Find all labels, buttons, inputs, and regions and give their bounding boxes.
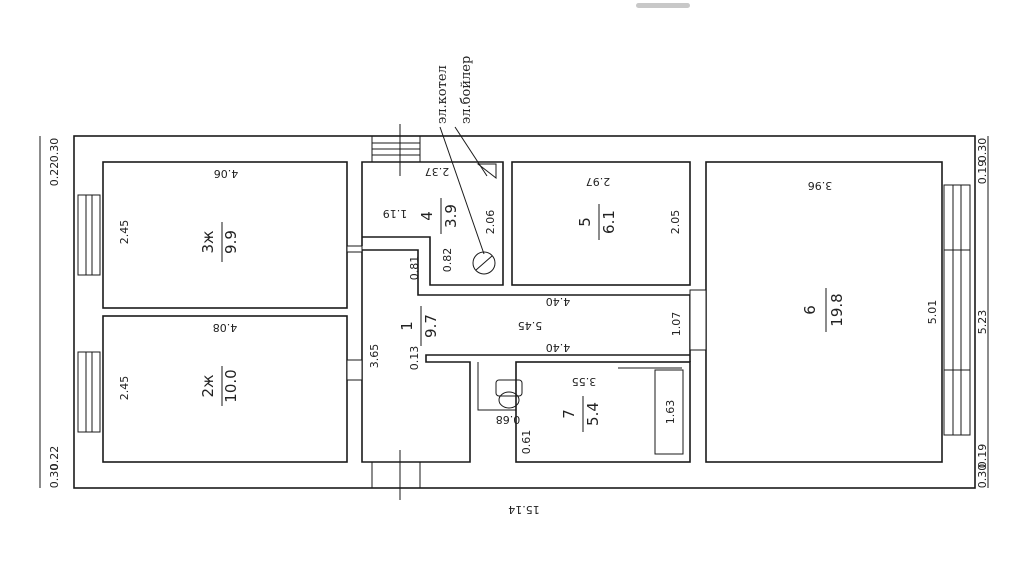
boiler-mark (475, 255, 493, 271)
wall-left-b: 0.22 (48, 446, 61, 471)
corridor-wall (362, 249, 691, 362)
r5-label: 5 (576, 217, 594, 227)
note-leader-heater (454, 126, 488, 177)
r7-top-dim: 3.55 (572, 375, 597, 388)
r1-top-dim: 4.40 (546, 295, 571, 308)
room-3 (102, 161, 348, 309)
r6-label: 6 (801, 305, 819, 315)
bath-partition (477, 362, 516, 411)
r4-area: 3.9 (442, 204, 460, 228)
r1-height-dim: 3.65 (368, 344, 381, 369)
r3-side-dim: 2.45 (118, 220, 131, 245)
r2-area: 10.0 (222, 369, 240, 402)
room-5 (511, 161, 691, 286)
top-entrance (371, 124, 421, 176)
r1-bottom-dim: 4.40 (546, 341, 571, 354)
scroll-indicator (636, 3, 690, 8)
r3-label: 3ж (199, 230, 217, 253)
r6-side-dim: 5.01 (926, 300, 939, 325)
opening-2 (346, 359, 363, 381)
bottom-entrance (371, 450, 421, 500)
r2-top-dim: 4.08 (213, 321, 238, 334)
r6-outer-dim: 5.23 (976, 310, 989, 335)
r5-area: 6.1 (600, 210, 618, 234)
window-left-top (77, 194, 101, 276)
room-4 (361, 161, 504, 286)
r7-label: 7 (560, 409, 578, 419)
r7-area: 5.4 (584, 402, 602, 426)
bathtub (654, 369, 684, 455)
opening-1 (346, 245, 363, 253)
outer-wall (73, 135, 976, 489)
toilet-icon (495, 379, 523, 397)
heater-icon (476, 163, 497, 180)
r4-side-dim: 2.06 (484, 210, 497, 235)
wall-left-bottom: 0.30 (48, 464, 61, 489)
r1-label: 1 (398, 321, 416, 331)
wall-right-bottom: 0.30 (976, 464, 989, 489)
note-heater: эл.бойлер (459, 56, 474, 124)
room-6 (705, 161, 943, 463)
note-boiler: эл.котел (435, 65, 450, 124)
r2-label: 2ж (199, 374, 217, 397)
window-right (943, 184, 971, 436)
r4-small-b: 0.82 (441, 248, 454, 273)
hall-wall (361, 250, 690, 463)
r1-len-dim: 5.45 (518, 319, 543, 332)
r3-area: 9.9 (222, 230, 240, 254)
boiler-icon (472, 251, 496, 275)
wall-left-a: 0.22 (48, 162, 61, 187)
room-2 (102, 315, 348, 463)
toilet-bowl (498, 391, 520, 409)
r1-a-dim: 0.81 (408, 256, 421, 281)
r4-top-dim: 2.37 (425, 165, 450, 178)
r1-side-dim: 1.07 (670, 312, 683, 337)
r7-a-dim: 0.68 (496, 413, 521, 426)
r3-top-dim: 4.06 (214, 167, 239, 180)
r1-area: 9.7 (422, 314, 440, 338)
window-left-bottom (77, 351, 101, 433)
wall-right-top: 0.30 (976, 138, 989, 163)
r5-top-dim: 2.97 (586, 175, 611, 188)
opening-3 (689, 289, 707, 351)
room-7 (515, 361, 691, 463)
wall-right-a: 0.19 (976, 160, 989, 185)
r6-area: 19.8 (828, 293, 846, 326)
r4-small-a: 1.19 (383, 207, 408, 220)
overall-length: 15.14 (508, 503, 540, 516)
r2-side-dim: 2.45 (118, 376, 131, 401)
r4-label: 4 (418, 211, 436, 221)
r6-top-dim: 3.96 (808, 179, 833, 192)
wall-left-top: 0.30 (48, 138, 61, 163)
r5-side-dim: 2.05 (669, 210, 682, 235)
r7-bath-dim: 1.63 (664, 400, 677, 425)
r1-b-dim: 0.13 (408, 346, 421, 371)
wall-right-b: 0.19 (976, 444, 989, 469)
r7-b-dim: 0.61 (520, 430, 533, 455)
note-leader-boiler (439, 126, 485, 255)
